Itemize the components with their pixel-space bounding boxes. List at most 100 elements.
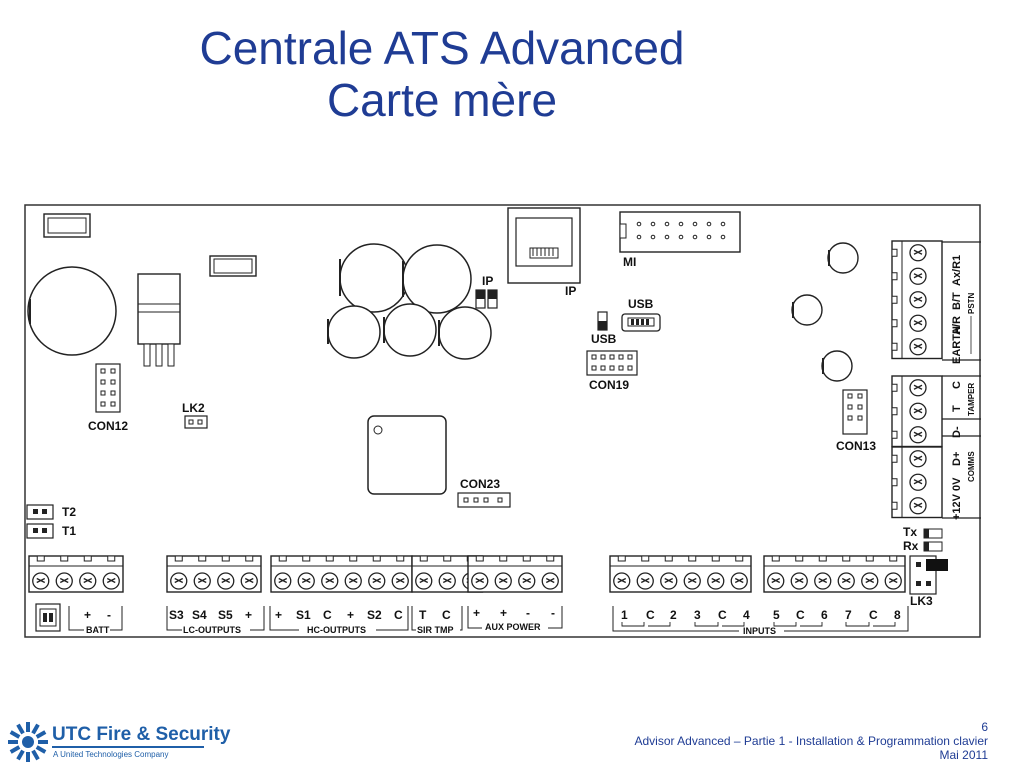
- usb-jumper: [597, 311, 608, 331]
- screw-terminal[interactable]: [660, 572, 678, 590]
- screw-terminal[interactable]: [730, 572, 748, 590]
- screw-terminal[interactable]: [344, 572, 362, 590]
- label-aux-minus-1: -: [526, 606, 530, 620]
- screw-terminal[interactable]: [636, 572, 654, 590]
- batt-terminal-block: [28, 555, 124, 593]
- con19-header: [586, 350, 638, 376]
- right-terminal-block: [891, 240, 943, 519]
- label-input-c-2: C: [718, 608, 727, 622]
- comms-terminal-block: [891, 446, 943, 519]
- capacitor-small-2: [791, 294, 823, 326]
- label-con12: CON12: [88, 419, 128, 433]
- screw-terminal[interactable]: [790, 572, 808, 590]
- screw-terminal[interactable]: [438, 572, 456, 590]
- screw-terminal[interactable]: [79, 572, 97, 590]
- screw-terminal[interactable]: [518, 572, 536, 590]
- screw-terminal[interactable]: [909, 379, 927, 397]
- label-input-7: 7: [845, 608, 852, 622]
- label-batt-plus: +: [84, 608, 91, 622]
- screw-terminal[interactable]: [55, 572, 73, 590]
- screw-terminal[interactable]: [909, 314, 927, 332]
- label-batt-minus: -: [107, 608, 111, 622]
- label-b-t: B/T: [951, 292, 963, 310]
- screw-terminal[interactable]: [170, 572, 188, 590]
- screw-terminal[interactable]: [415, 572, 433, 590]
- label-input-c-3: C: [796, 608, 805, 622]
- screw-terminal[interactable]: [909, 338, 927, 356]
- label-hc-plus-2: +: [347, 608, 354, 622]
- screw-terminal[interactable]: [683, 572, 701, 590]
- screw-terminal[interactable]: [837, 572, 855, 590]
- screw-terminal[interactable]: [32, 572, 50, 590]
- inputs-1-4-terminal-block: [609, 555, 752, 593]
- screw-terminal[interactable]: [368, 572, 386, 590]
- screw-terminal[interactable]: [909, 450, 927, 468]
- label-con19: CON19: [589, 378, 629, 392]
- regulator: [137, 273, 181, 367]
- screw-terminal[interactable]: [909, 267, 927, 285]
- label-usb-port: USB: [628, 297, 654, 311]
- lc-outputs-terminal-block: [166, 555, 262, 593]
- screw-terminal[interactable]: [814, 572, 832, 590]
- label-ip-jumper: IP: [482, 274, 493, 288]
- screw-terminal[interactable]: [391, 572, 409, 590]
- label-lk3: LK3: [910, 594, 933, 608]
- screw-terminal[interactable]: [909, 426, 927, 444]
- title-line-2: Carte mère: [326, 74, 558, 126]
- label-input-5: 5: [773, 608, 780, 622]
- label-aux-plus-2: +: [500, 606, 507, 620]
- label-sir-t: T: [419, 608, 427, 622]
- screw-terminal[interactable]: [707, 572, 725, 590]
- lk3-jumper: [909, 555, 948, 595]
- label-s4: S4: [192, 608, 207, 622]
- label-input-4: 4: [743, 608, 750, 622]
- screw-terminal[interactable]: [909, 244, 927, 262]
- label-rx: Rx: [903, 539, 919, 553]
- screw-terminal[interactable]: [217, 572, 235, 590]
- screw-terminal[interactable]: [861, 572, 879, 590]
- screw-terminal[interactable]: [767, 572, 785, 590]
- label-input-c-4: C: [869, 608, 878, 622]
- screw-terminal[interactable]: [471, 572, 489, 590]
- screw-terminal[interactable]: [274, 572, 292, 590]
- screw-terminal[interactable]: [909, 291, 927, 309]
- cpu-chip: [367, 415, 447, 495]
- label-sir-c: C: [442, 608, 451, 622]
- label-earth: EARTH: [951, 326, 963, 364]
- aux-power-terminal-block: [467, 555, 563, 593]
- logo-subtitle: A United Technologies Company: [53, 750, 169, 759]
- label-lc-plus: +: [245, 608, 252, 622]
- label-0v: 0V: [951, 477, 963, 491]
- screw-terminal[interactable]: [909, 473, 927, 491]
- screw-terminal[interactable]: [297, 572, 315, 590]
- screw-terminal[interactable]: [884, 572, 902, 590]
- screw-terminal[interactable]: [613, 572, 631, 590]
- screw-terminal[interactable]: [321, 572, 339, 590]
- screw-terminal[interactable]: [494, 572, 512, 590]
- label-aux-minus-2: -: [551, 606, 555, 620]
- mi-header: [619, 211, 741, 253]
- lk2-jumper: [184, 415, 208, 429]
- capacitor-small-1: [827, 242, 859, 274]
- label-lk2: LK2: [182, 401, 205, 415]
- ip-rj45-port: [507, 207, 581, 284]
- label-batt: BATT: [86, 625, 110, 635]
- screw-terminal[interactable]: [909, 497, 927, 515]
- screw-terminal[interactable]: [102, 572, 120, 590]
- label-input-8: 8: [894, 608, 901, 622]
- screw-terminal[interactable]: [541, 572, 559, 590]
- label-aux-power: AUX POWER: [485, 622, 541, 632]
- label-input-c-1: C: [646, 608, 655, 622]
- screw-terminal[interactable]: [909, 402, 927, 420]
- label-s3: S3: [169, 608, 184, 622]
- label-ip-rj45: IP: [565, 284, 576, 298]
- label-aux-plus-1: +: [473, 606, 480, 620]
- hc-outputs-terminal-block: [270, 555, 413, 593]
- screw-terminal[interactable]: [240, 572, 258, 590]
- label-mi: MI: [623, 255, 636, 269]
- con23-header: [457, 492, 511, 508]
- label-pstn: PSTN: [967, 292, 976, 314]
- screw-terminal[interactable]: [193, 572, 211, 590]
- tamper-terminal-block: [891, 375, 943, 448]
- connector-top-left: [43, 213, 91, 238]
